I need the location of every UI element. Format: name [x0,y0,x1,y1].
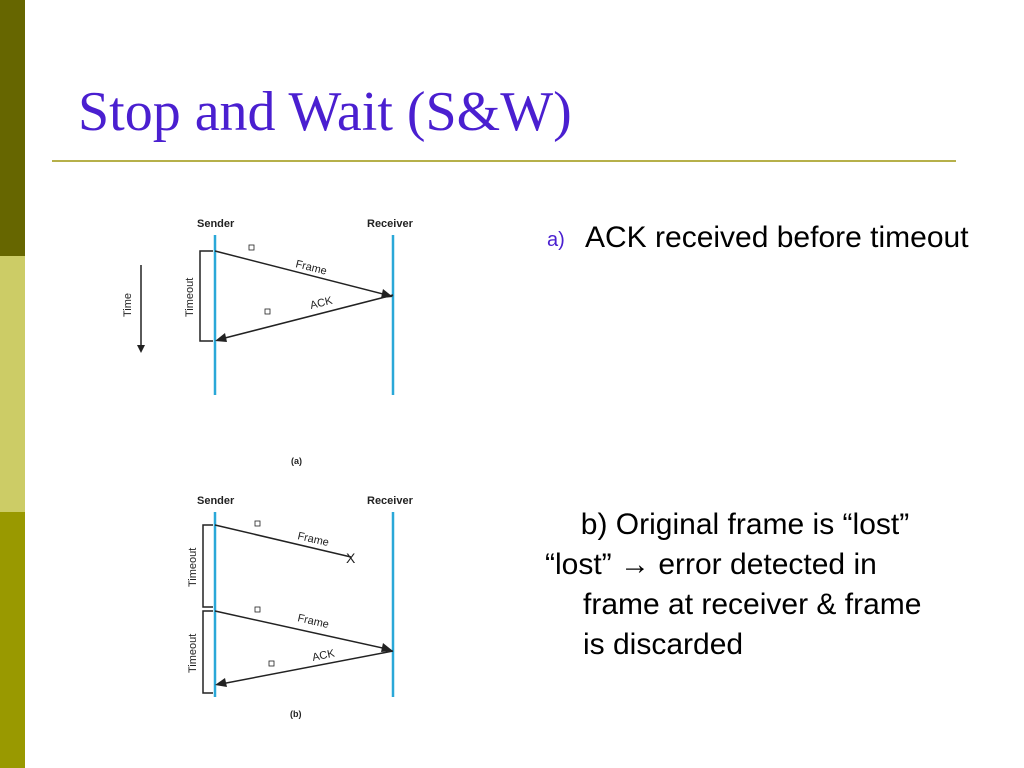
title-divider [52,160,956,162]
accent-bar-top [0,0,25,256]
case-b-title: b) Original frame is “lost” [580,508,910,541]
resent-frame-label: Frame [296,612,330,631]
time-label: Time [122,293,134,317]
ack-label: ACK [311,647,336,664]
ack-arrow [220,294,394,340]
timeout-bracket-2 [202,610,213,694]
timeout-bracket-1 [202,524,213,608]
ack-arrow-head [215,333,227,342]
accent-bar-bottom [0,512,25,768]
receiver-label: Receiver [367,218,414,230]
timeout-label-2: Timeout [187,634,199,673]
lost-frame-arrow [214,524,352,558]
frame-arrow [214,250,388,296]
lost-frame-label: Frame [296,530,330,549]
timeout-label: Timeout [184,278,196,317]
case-a-text: a) ACK received before timeout [547,218,977,258]
frame-marker [248,244,255,251]
receiver-label: Receiver [367,495,414,507]
lost-x-mark: X [346,550,356,566]
accent-bar-middle [0,256,25,512]
sender-label: Sender [197,495,235,507]
diagram-a-caption: (a) [291,456,302,466]
ack-label: ACK [309,295,334,312]
sender-label: Sender [197,218,235,230]
resent-frame-arrow-head [381,643,393,652]
ack-arrow-head [215,678,227,687]
ack-marker [264,308,271,315]
ack-arrow [220,650,394,685]
ack-marker [268,660,275,667]
diagram-b-caption: (b) [290,709,302,719]
resent-frame-marker [254,606,261,613]
frame-label: Frame [294,258,328,277]
case-a-marker: a) [547,229,565,251]
slide-title: Stop and Wait (S&W) [78,81,572,143]
diagram-frame-lost: Sender Receiver Timeout Timeout Frame X … [187,495,414,719]
case-a-body: ACK received before timeout [585,221,969,254]
timeout-bracket [199,250,213,342]
resent-frame-arrow [214,610,388,650]
diagram-ack-received: Sender Receiver Timeout Time Frame ACK (… [122,218,414,466]
timeout-label-1: Timeout [187,548,199,587]
case-b-lost-definition: “lost” → error detected in frame at rece… [545,548,922,661]
time-arrow-head [137,345,145,353]
case-b-text: b) Original frame is “lost” “lost” → err… [545,505,945,665]
lost-frame-marker [254,520,261,527]
